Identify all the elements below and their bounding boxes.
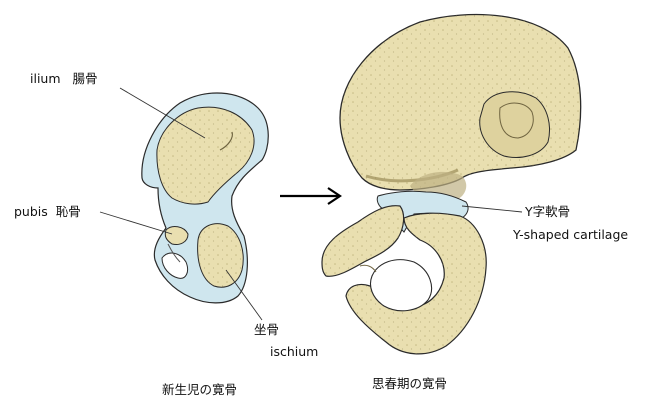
right-arrow-icon	[280, 187, 342, 205]
ischium-leader-line	[225, 269, 263, 321]
pubis-label: pubis 恥骨	[14, 205, 81, 219]
ilium-label-jp: 腸骨	[72, 71, 98, 86]
ilium-leader-line	[119, 87, 206, 139]
y-cartilage-label-jp: Y字軟骨	[525, 204, 571, 219]
pubis-leader-line	[99, 211, 173, 235]
adolescent-hip-bone	[321, 13, 582, 355]
adolescent-caption: 思春期の寛骨	[372, 376, 448, 391]
ischium-label-en: ischium	[270, 344, 319, 359]
newborn-hip-bone	[141, 92, 269, 304]
y-cartilage-label-en: Y-shaped cartilage	[513, 227, 629, 242]
pubis-label-jp: 恥骨	[55, 204, 81, 219]
newborn-caption: 新生児の寛骨	[162, 382, 238, 397]
obturator-foramen	[369, 259, 432, 312]
y-cartilage-leader-line	[461, 205, 523, 213]
newborn-pubis-bone	[164, 226, 189, 245]
ilium-label: ilium 腸骨	[30, 72, 97, 86]
ilium-label-en: ilium	[30, 71, 61, 86]
ischium-label-jp: 坐骨	[254, 322, 280, 337]
pubis-label-en: pubis	[14, 204, 48, 219]
